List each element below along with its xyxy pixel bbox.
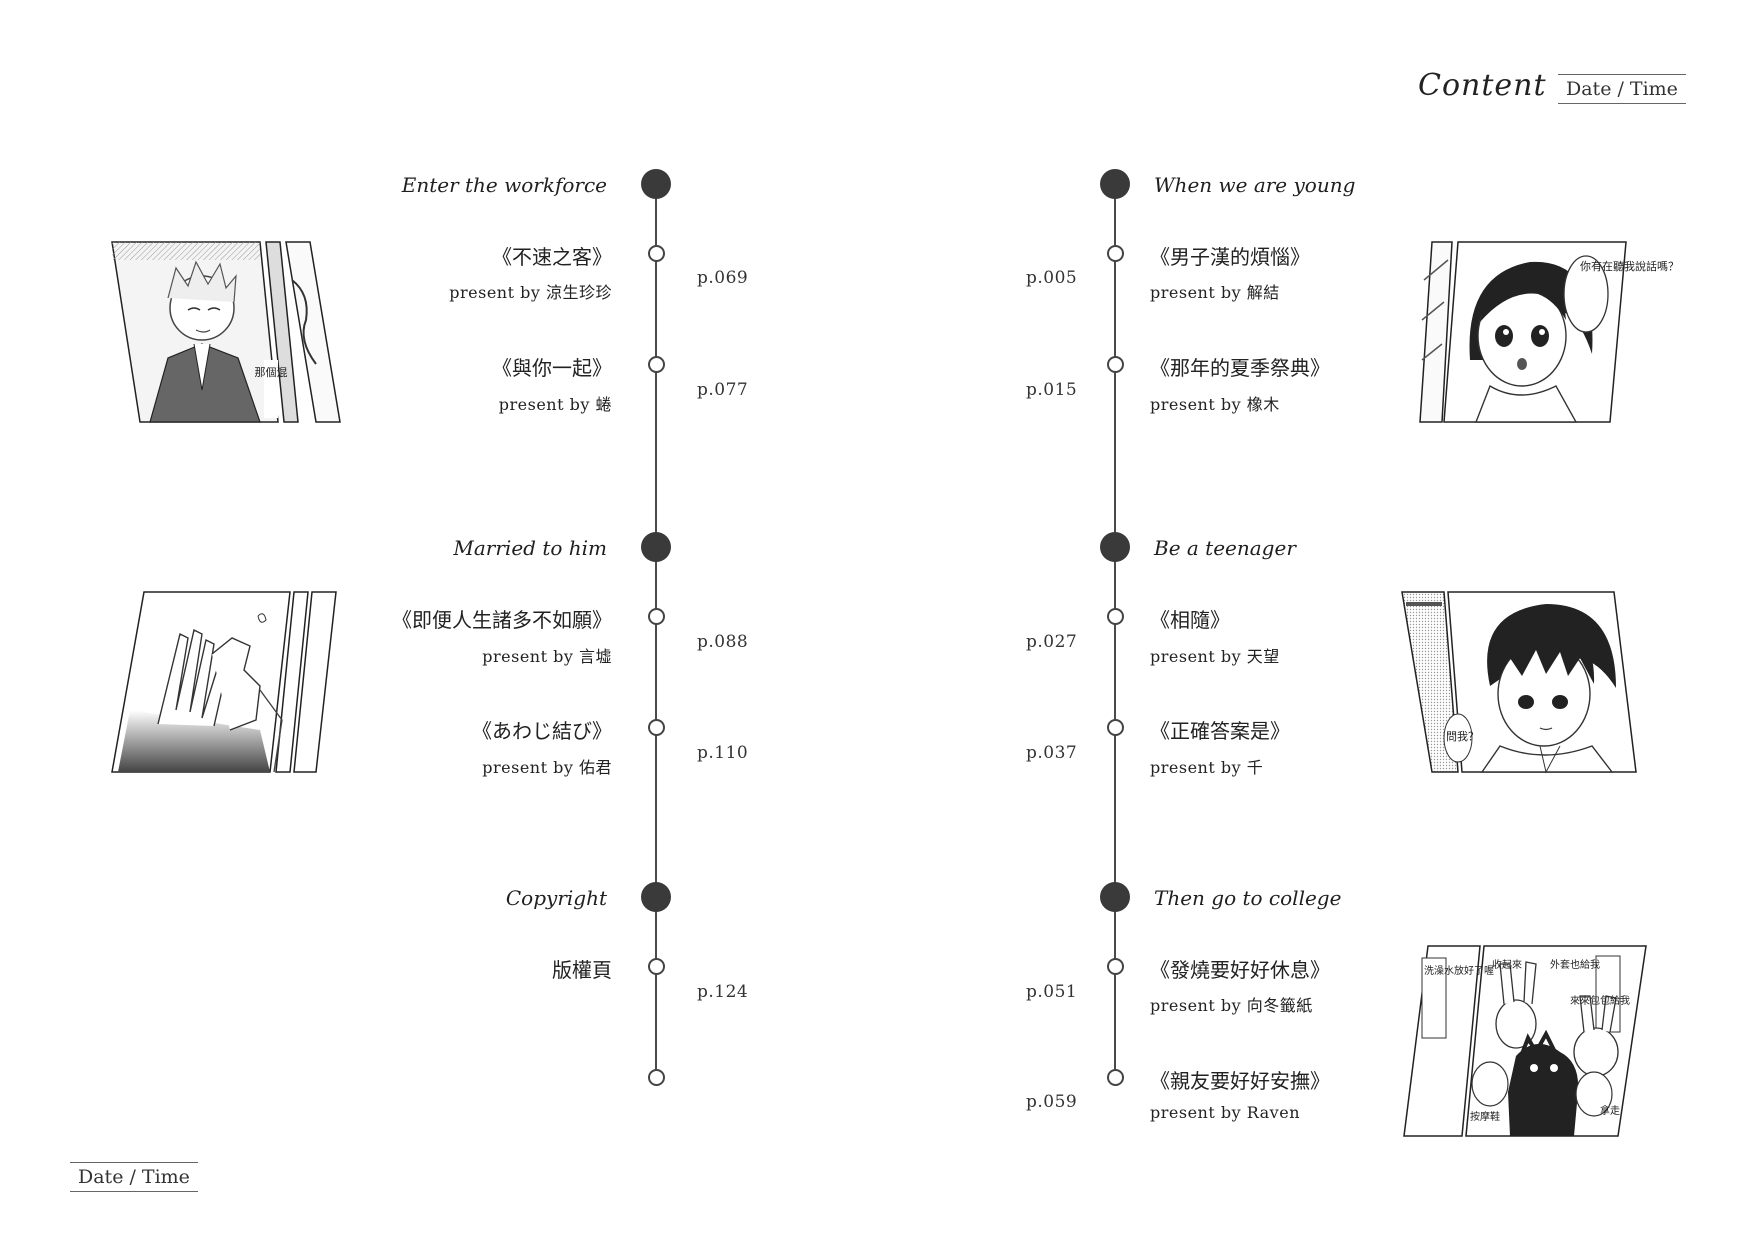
- date-time-label-bottom: Date / Time: [70, 1162, 198, 1192]
- entry-page-number[interactable]: p.110: [697, 743, 749, 763]
- entry-title[interactable]: 《那年的夏季祭典》: [1150, 356, 1330, 380]
- entry-marker: [648, 719, 665, 736]
- entry-marker: [1107, 1069, 1124, 1086]
- entry-page-number[interactable]: p.005: [1026, 268, 1078, 288]
- section-heading-text: Then go to college: [1148, 885, 1347, 911]
- entry-page-number[interactable]: p.051: [1026, 982, 1078, 1002]
- section-heading: Married to him: [447, 535, 613, 561]
- entry-byline: present by 橡木: [1150, 395, 1280, 414]
- entry-byline: present by Raven: [1150, 1103, 1300, 1122]
- right-section-1-marker: [1100, 169, 1130, 199]
- date-time-label-top: Date / Time: [1558, 74, 1686, 104]
- entry-byline: present by 解結: [1150, 283, 1280, 302]
- section-heading-text: Married to him: [447, 535, 613, 561]
- entry-marker: [648, 356, 665, 373]
- panel-speech-text: 收起來: [1492, 958, 1522, 971]
- entry-title[interactable]: 《親友要好好安撫》: [1150, 1069, 1330, 1093]
- panel-speech-text: 你有在聽我說話嗎？: [1580, 259, 1679, 273]
- entry-marker: [648, 245, 665, 262]
- manga-panel-illustration: 那個混: [111, 241, 341, 423]
- entry-title[interactable]: 《不速之客》: [492, 245, 612, 269]
- entry-title[interactable]: 版權頁: [552, 958, 612, 982]
- left-section-2-marker: [641, 532, 671, 562]
- section-heading: Be a teenager: [1148, 535, 1302, 561]
- timeline-end-marker: [648, 1069, 665, 1086]
- entry-byline: present by 蜷: [498, 395, 612, 414]
- entry-byline: present by 向冬籤紙: [1150, 996, 1313, 1015]
- panel-speech-text: 問我？: [1446, 730, 1479, 743]
- entry-page-number[interactable]: p.088: [697, 632, 749, 652]
- entry-byline: present by 涼生珍珍: [449, 283, 612, 302]
- entry-marker: [1107, 719, 1124, 736]
- entry-marker: [1107, 958, 1124, 975]
- manga-panel-illustration: 你有在聽我說話嗎？: [1419, 241, 1679, 423]
- entry-byline: present by 千: [1150, 758, 1264, 777]
- panel-speech-text: 外套也給我: [1550, 958, 1600, 971]
- right-section-2-marker: [1100, 532, 1130, 562]
- manga-panel-illustration: 問我？: [1401, 591, 1637, 774]
- panel-speech-text: 拿走: [1600, 1104, 1620, 1117]
- panel-speech-text: 洗澡水放好了喔: [1424, 964, 1494, 977]
- entry-page-number[interactable]: p.124: [697, 982, 749, 1002]
- entry-page-number[interactable]: p.069: [697, 268, 749, 288]
- section-heading: Copyright: [500, 885, 613, 911]
- panel-speech-text: 按摩鞋: [1470, 1110, 1500, 1123]
- entry-title[interactable]: 《發燒要好好休息》: [1150, 958, 1330, 982]
- section-heading: When we are young: [1148, 172, 1361, 198]
- entry-title[interactable]: 《男子漢的煩惱》: [1150, 245, 1310, 269]
- section-heading-text: Enter the workforce: [396, 172, 613, 198]
- entry-page-number[interactable]: p.015: [1026, 380, 1078, 400]
- entry-marker: [648, 958, 665, 975]
- entry-marker: [648, 608, 665, 625]
- entry-title[interactable]: 《即便人生諸多不如願》: [392, 608, 612, 632]
- entry-marker: [1107, 608, 1124, 625]
- entry-page-number[interactable]: p.059: [1026, 1092, 1078, 1112]
- left-section-3-marker: [641, 882, 671, 912]
- entry-title[interactable]: 《正確答案是》: [1150, 719, 1290, 743]
- section-heading-text: Copyright: [500, 885, 613, 911]
- section-heading-text: When we are young: [1148, 172, 1361, 198]
- section-heading: Then go to college: [1148, 885, 1347, 911]
- entry-marker: [1107, 356, 1124, 373]
- entry-page-number[interactable]: p.077: [697, 380, 749, 400]
- entry-byline: present by 天望: [1150, 647, 1280, 666]
- manga-panel-illustration: [111, 591, 337, 773]
- left-timeline-line: [655, 184, 657, 1080]
- section-heading: Enter the workforce: [396, 172, 613, 198]
- section-heading-text: Be a teenager: [1148, 535, 1302, 561]
- entry-byline: present by 言墟: [482, 647, 612, 666]
- entry-page-number[interactable]: p.037: [1026, 743, 1078, 763]
- entry-title[interactable]: 《相隨》: [1150, 608, 1230, 632]
- manga-panel-illustration: 洗澡水放好了喔 收起來 外套也給我 來來包包給我 拿走 按摩鞋: [1403, 945, 1647, 1137]
- entry-page-number[interactable]: p.027: [1026, 632, 1078, 652]
- right-timeline-line: [1114, 184, 1116, 1080]
- entry-title[interactable]: 《與你一起》: [492, 356, 612, 380]
- panel-speech-text: 來來包包給我: [1570, 994, 1630, 1007]
- page-title: Content: [1418, 68, 1547, 103]
- left-section-1-marker: [641, 169, 671, 199]
- entry-marker: [1107, 245, 1124, 262]
- entry-byline: present by 佑君: [482, 758, 612, 777]
- entry-title[interactable]: 《あわじ結び》: [472, 719, 612, 743]
- right-section-3-marker: [1100, 882, 1130, 912]
- panel-speech-text: 那個混: [255, 366, 288, 379]
